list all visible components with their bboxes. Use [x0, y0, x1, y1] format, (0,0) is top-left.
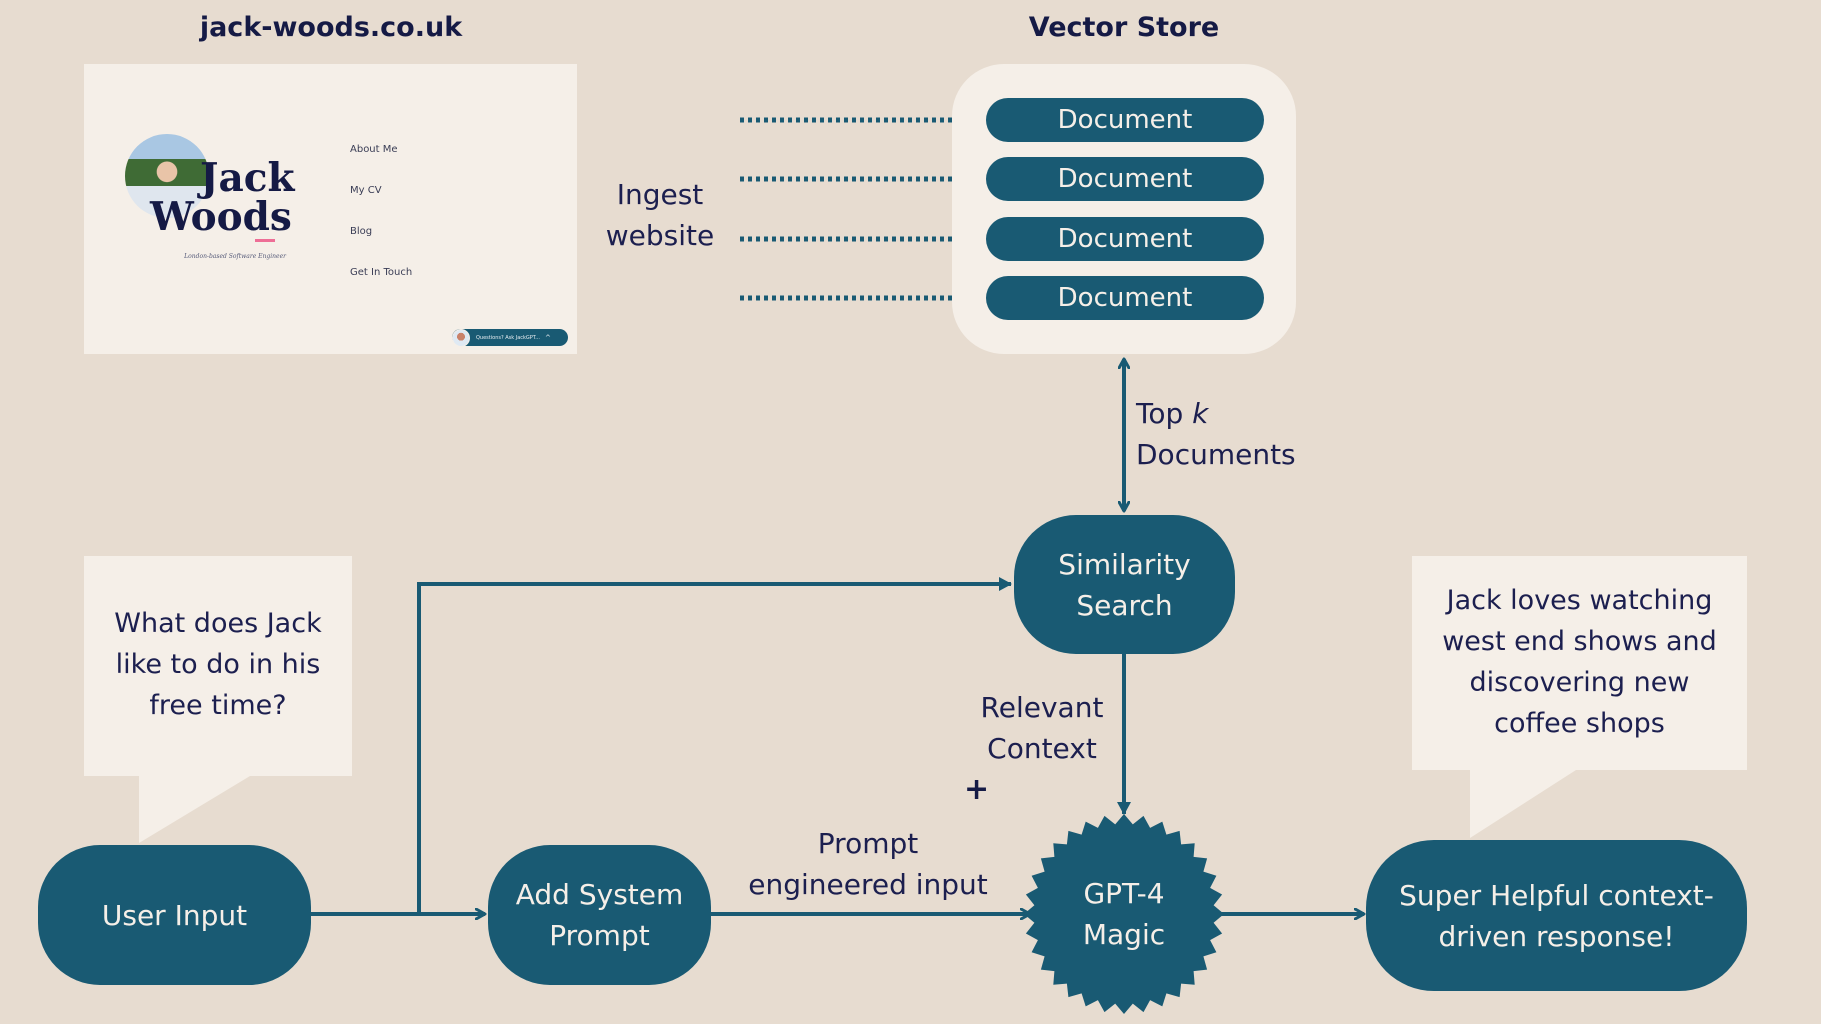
answer-bubble: Jack loves watching west end shows and d…: [1412, 580, 1747, 744]
document-pill-2: Document: [986, 157, 1264, 201]
document-pill-3: Document: [986, 217, 1264, 261]
chat-widget-label: Questions? Ask JackGPT...: [476, 334, 541, 341]
topk-label: Top k Documents: [1136, 393, 1296, 475]
vector-store-title: Vector Store: [1028, 12, 1220, 43]
topk-label-line2: Documents: [1136, 438, 1296, 471]
relevant-line2: Context: [987, 732, 1097, 765]
question-bubble-shape: [84, 556, 352, 843]
chat-widget-button[interactable]: Questions? Ask JackGPT... ^: [452, 328, 568, 347]
answer-line4: coffee shops: [1494, 708, 1665, 739]
gpt-line1: GPT-4: [1083, 877, 1165, 910]
answer-line3: discovering new: [1469, 667, 1690, 698]
system-prompt-line2: Prompt: [549, 919, 650, 952]
answer-line1: Jack loves watching: [1446, 585, 1713, 616]
site-nav-my-cv[interactable]: My CV: [350, 185, 382, 196]
site-nav-blog[interactable]: Blog: [350, 226, 373, 237]
response-node: Super Helpful context- driven response!: [1366, 840, 1747, 991]
answer-bubble-shape: [1412, 556, 1747, 838]
plus-sign: +: [964, 772, 990, 807]
question-line3: free time?: [149, 690, 287, 721]
document-pill-1: Document: [986, 98, 1264, 142]
caret-up-icon: ^: [545, 333, 551, 342]
profile-photo: [125, 134, 209, 218]
gpt-starburst-shape: [1024, 814, 1224, 1014]
name-underline-accent: [255, 239, 275, 242]
ingest-label: Ingest website: [606, 174, 714, 256]
gpt-magic-node: GPT-4 Magic: [1044, 854, 1204, 974]
website-title: jack-woods.co.uk: [199, 12, 463, 43]
question-bubble: What does Jack like to do in his free ti…: [84, 603, 352, 726]
prompt-engineered-label: Prompt engineered input: [748, 823, 988, 905]
ingest-arrows: [740, 120, 982, 298]
gpt-line2: Magic: [1082, 918, 1166, 951]
query-to-similarity-connector: [417, 577, 1012, 914]
chat-avatar-icon: [452, 328, 470, 347]
site-name-last: Woods: [150, 194, 292, 240]
similarity-line2: Search: [1076, 588, 1173, 622]
relevant-context-label: Relevant Context: [981, 687, 1104, 769]
prompt-label-line2: engineered input: [748, 868, 988, 901]
similarity-line1: Similarity: [1058, 547, 1191, 581]
topk-k-variable: k: [1192, 397, 1209, 430]
topk-label-line1: Top k: [1136, 393, 1296, 434]
site-name-first: Jack: [200, 155, 295, 201]
response-line2: driven response!: [1438, 919, 1675, 953]
user-input-label: User Input: [101, 898, 248, 932]
answer-line2: west end shows and: [1442, 626, 1717, 657]
ingest-label-line2: website: [605, 219, 715, 252]
site-nav-about-me[interactable]: About Me: [350, 144, 398, 155]
prompt-label-line1: Prompt: [817, 827, 919, 860]
question-line2: like to do in his: [115, 649, 321, 680]
site-nav-get-in-touch[interactable]: Get In Touch: [350, 267, 413, 278]
user-input-node: User Input: [38, 845, 311, 985]
topk-prefix: Top: [1136, 397, 1193, 430]
document-pill-4: Document: [986, 276, 1264, 320]
ingest-label-line1: Ingest: [616, 178, 704, 211]
question-line1: What does Jack: [114, 608, 322, 639]
response-line1: Super Helpful context-: [1399, 878, 1714, 912]
system-prompt-node: Add System Prompt: [488, 845, 711, 985]
site-tagline: London-based Software Engineer: [184, 253, 286, 260]
relevant-line1: Relevant: [980, 691, 1104, 724]
system-prompt-line1: Add System: [515, 878, 684, 911]
similarity-search-node: Similarity Search: [1014, 515, 1235, 654]
